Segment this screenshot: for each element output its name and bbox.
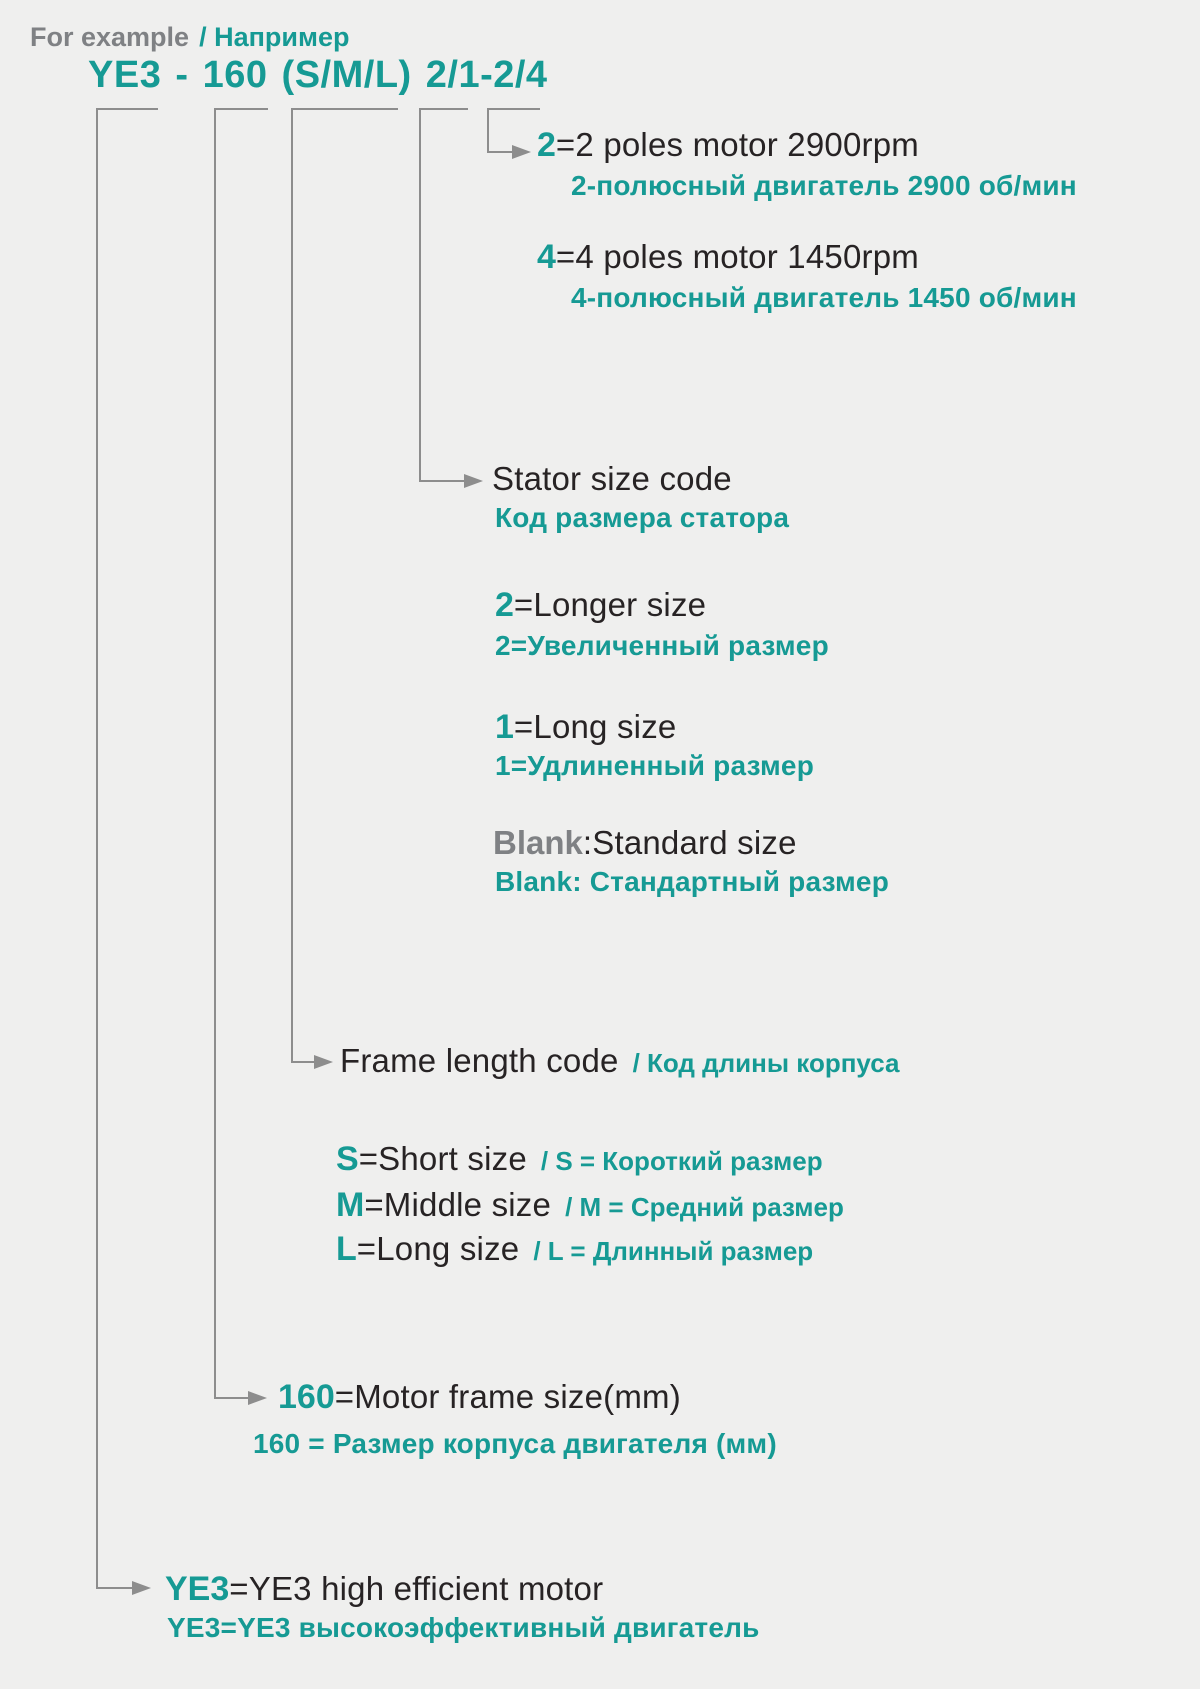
frame-length-s-en: =Short size <box>358 1140 527 1177</box>
poles-4-line-en: 4=4 poles motor 1450rpm <box>537 238 919 277</box>
frame-length-title-ru: / Код длины корпуса <box>632 1048 900 1078</box>
stator-blank-key: Blank <box>493 824 583 861</box>
poles-4-line-ru: 4-полюсный двигатель 1450 об/мин <box>571 282 1077 313</box>
frame-length-l-key: L <box>336 1230 357 1268</box>
series-text-en: =YE3 high efficient motor <box>229 1570 604 1607</box>
poles-2-text-en: =2 poles motor 2900rpm <box>555 126 919 163</box>
connector-160-top-segment <box>214 108 268 110</box>
motor-frame-text-en: =Motor frame size(mm) <box>334 1378 681 1415</box>
stator-longer-key: 2 <box>495 586 514 624</box>
motor-frame-key: 160 <box>278 1378 335 1416</box>
frame-length-title-en: Frame length code <box>340 1042 619 1079</box>
poles-2-line-ru: 2-полюсный двигатель 2900 об/мин <box>571 170 1077 201</box>
frame-length-s-line: S=Short size / S = Короткий размер <box>336 1140 823 1179</box>
connector-stator-vertical-segment <box>419 108 421 481</box>
connector-ye3-top-segment <box>96 108 158 110</box>
stator-title-ru: Код размера статора <box>495 502 790 533</box>
frame-length-title: Frame length code / Код длины корпуса <box>340 1042 899 1080</box>
stator-blank-line-en: Blank:Standard size <box>493 824 797 862</box>
stator-long-key: 1 <box>495 708 514 746</box>
motor-frame-line-ru: 160 = Размер корпуса двигателя (мм) <box>253 1428 777 1459</box>
poles-2-key: 2 <box>537 126 556 164</box>
frame-length-m-ru: / M = Средний размер <box>565 1192 844 1222</box>
frame-length-m-line: M=Middle size / M = Средний размер <box>336 1186 844 1225</box>
connector-poles-bottom-segment <box>487 151 512 153</box>
model-code: YE3 - 160 (S/M/L) 2/1-2/4 <box>88 54 548 96</box>
arrow-right-icon <box>248 1391 267 1405</box>
series-key: YE3 <box>165 1570 230 1608</box>
example-label-en: For example <box>30 22 190 52</box>
arrow-right-icon <box>512 145 531 159</box>
poles-2-line-en: 2=2 poles motor 2900rpm <box>537 126 919 165</box>
connector-sml-vertical-segment <box>291 108 293 1062</box>
arrow-right-icon <box>314 1055 333 1069</box>
stator-blank-line-ru: Blank: Стандартный размер <box>495 866 890 897</box>
arrow-right-icon <box>464 474 483 488</box>
stator-longer-text-en: =Longer size <box>513 586 707 623</box>
stator-blank-text-en: :Standard size <box>582 824 797 861</box>
stator-longer-line-ru: 2=Увеличенный размер <box>495 630 829 661</box>
stator-longer-line-en: 2=Longer size <box>495 586 706 625</box>
example-heading: For example / Например <box>30 22 349 53</box>
connector-poles-vertical-segment <box>487 108 489 152</box>
connector-ye3-vertical-segment <box>96 108 98 1588</box>
example-label-ru: / Например <box>199 22 350 52</box>
frame-length-l-ru: / L = Длинный размер <box>533 1236 814 1266</box>
frame-length-m-en: =Middle size <box>364 1186 552 1223</box>
frame-length-s-key: S <box>336 1140 359 1178</box>
stator-title-en: Stator size code <box>492 460 732 497</box>
poles-4-text-en: =4 poles motor 1450rpm <box>555 238 919 275</box>
stator-long-line-en: 1=Long size <box>495 708 676 747</box>
arrow-right-icon <box>132 1581 151 1595</box>
stator-long-text-en: =Long size <box>513 708 677 745</box>
stator-long-line-ru: 1=Удлиненный размер <box>495 750 814 781</box>
frame-length-m-key: M <box>336 1186 365 1224</box>
connector-stator-top-segment <box>419 108 468 110</box>
connector-poles-top-segment <box>487 108 540 110</box>
connector-sml-bottom-segment <box>291 1061 314 1063</box>
connector-ye3-bottom-segment <box>96 1587 132 1589</box>
poles-4-key: 4 <box>537 238 556 276</box>
frame-length-l-line: L=Long size / L = Длинный размер <box>336 1230 813 1269</box>
connector-160-vertical-segment <box>214 108 216 1398</box>
frame-length-l-en: =Long size <box>356 1230 520 1267</box>
connector-stator-bottom-segment <box>419 480 464 482</box>
motor-frame-line-en: 160=Motor frame size(mm) <box>278 1378 681 1417</box>
connector-160-bottom-segment <box>214 1397 248 1399</box>
frame-length-s-ru: / S = Короткий размер <box>540 1146 823 1176</box>
series-line-ru: YE3=YE3 высокоэффективный двигатель <box>167 1612 760 1643</box>
series-line-en: YE3=YE3 high efficient motor <box>165 1570 603 1609</box>
connector-sml-top-segment <box>291 108 398 110</box>
